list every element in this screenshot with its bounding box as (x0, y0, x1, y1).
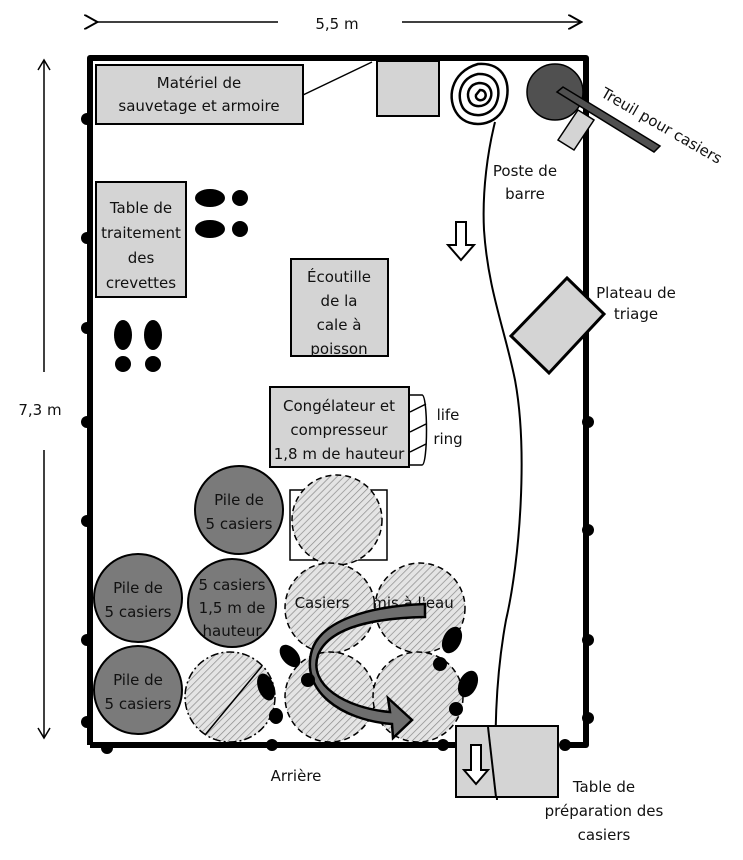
bollard (582, 416, 594, 428)
bollard (81, 232, 93, 244)
shrimp-table-label-2: traitement (101, 224, 181, 242)
bollard (81, 515, 93, 527)
sorting-tray-label-1: Plateau de (596, 284, 676, 302)
width-dimension: 5,5 m (96, 15, 580, 33)
length-label: 7,3 m (18, 401, 61, 419)
prep-table-label-1: Table de (572, 778, 635, 796)
trap-divider (204, 665, 263, 736)
helm-label-1: Poste de (493, 162, 557, 180)
curved-arrow-icon (308, 602, 427, 741)
bollards (81, 113, 594, 754)
freezer-box (269, 386, 410, 468)
bollard (437, 739, 449, 751)
shrimp-table-box (95, 181, 187, 298)
bollard (81, 113, 93, 125)
bollard (582, 634, 594, 646)
stack-tall-label-1: 5 casiers (199, 576, 266, 594)
stern-label: Arrière (271, 767, 322, 785)
coiled-rope-icon (450, 62, 509, 126)
stack-b-label-1: Pile de (113, 579, 163, 597)
shrimp-table: Table de traitement des crevettes (95, 181, 187, 298)
hatch-label-1: Écoutille (307, 267, 371, 286)
trap-stack (93, 553, 183, 643)
width-label: 5,5 m (315, 15, 358, 33)
trap-stack (187, 558, 277, 648)
sorting-tray-label-2: triage (614, 305, 658, 323)
sorting-tray: Plateau de triage (508, 275, 676, 376)
down-arrow-icon (461, 744, 491, 786)
bollard (559, 739, 571, 751)
prep-table-label-3: casiers (578, 826, 631, 844)
safety-cabinet-label-2: sauvetage et armoire (118, 97, 279, 115)
winch-drum (526, 63, 584, 121)
helm-console (556, 108, 596, 152)
bollard (582, 712, 594, 724)
footprints-icon (195, 189, 248, 238)
footprints-icon (433, 626, 479, 716)
bollard (101, 742, 113, 754)
arrow-up-icon (37, 58, 51, 71)
fish-hold-hatch: Écoutille de la cale à poisson (290, 258, 389, 358)
stack-a-label-1: Pile de (214, 491, 264, 509)
bollard (266, 739, 278, 751)
arrow-down-icon (37, 727, 51, 740)
safety-cabinet-label-1: Matériel de (157, 74, 242, 92)
cabinet-door-line (302, 61, 373, 96)
stack-b-label-2: 5 casiers (105, 603, 172, 621)
bollard (81, 416, 93, 428)
deployed-trap (372, 651, 464, 743)
deck-wall (87, 55, 589, 748)
footprints-icon (257, 644, 315, 724)
hatch-label-2: de la (321, 292, 358, 310)
hatch-box (290, 258, 389, 357)
shrimp-table-label-1: Table de (109, 199, 172, 217)
stack-tall-label-2: 1,5 m de (199, 599, 266, 617)
safety-cabinet-box (95, 64, 304, 125)
bollard (81, 716, 93, 728)
hatch-label-3: cale à (317, 316, 362, 334)
trap-stack (194, 465, 284, 555)
prep-table: Table de préparation des casiers (455, 725, 664, 844)
stack-a-label-2: 5 casiers (206, 515, 273, 533)
stack-c-label-2: 5 casiers (105, 695, 172, 713)
storage-box (376, 60, 440, 117)
footprints-icon (114, 320, 162, 372)
shrimp-table-label-3: des (128, 249, 155, 267)
helm-label-2: barre (505, 185, 545, 203)
life-ring-label-1: life (437, 406, 460, 424)
trap-stacks: Pile de 5 casiers Pile de 5 casiers 5 ca… (93, 465, 284, 735)
life-ring-label-2: ring (433, 430, 462, 448)
winch-arm (555, 86, 662, 153)
trap-stack (93, 645, 183, 735)
length-dimension: 7,3 m (18, 58, 62, 740)
freezer-label-1: Congélateur et (283, 397, 395, 415)
freezer-compressor: Congélateur et compresseur 1,8 m de haut… (269, 386, 410, 468)
deployed-traps-label-1: Casiers (295, 594, 350, 612)
prep-table-label-2: préparation des (545, 802, 664, 820)
life-ring-icon (409, 394, 428, 466)
deployed-trap (184, 651, 276, 743)
bollard (582, 524, 594, 536)
deployed-trap (291, 474, 383, 566)
bollard (81, 322, 93, 334)
shrimp-table-label-4: crevettes (106, 274, 176, 292)
hauling-line-end (487, 726, 497, 798)
stack-c-label-1: Pile de (113, 671, 163, 689)
freezer-label-3: 1,8 m de hauteur (274, 445, 405, 463)
stack-tall-label-3: hauteur (203, 622, 263, 640)
down-arrow-icon (445, 221, 477, 262)
safety-cabinet: Matériel de sauvetage et armoire (95, 61, 373, 125)
trap-winch: Treuil pour casiers (526, 63, 725, 168)
hauling-line (482, 121, 523, 801)
freezer-label-2: compresseur (290, 421, 388, 439)
sorting-tray-box (508, 275, 607, 376)
bollard (81, 634, 93, 646)
hatch-label-4: poisson (310, 340, 367, 358)
